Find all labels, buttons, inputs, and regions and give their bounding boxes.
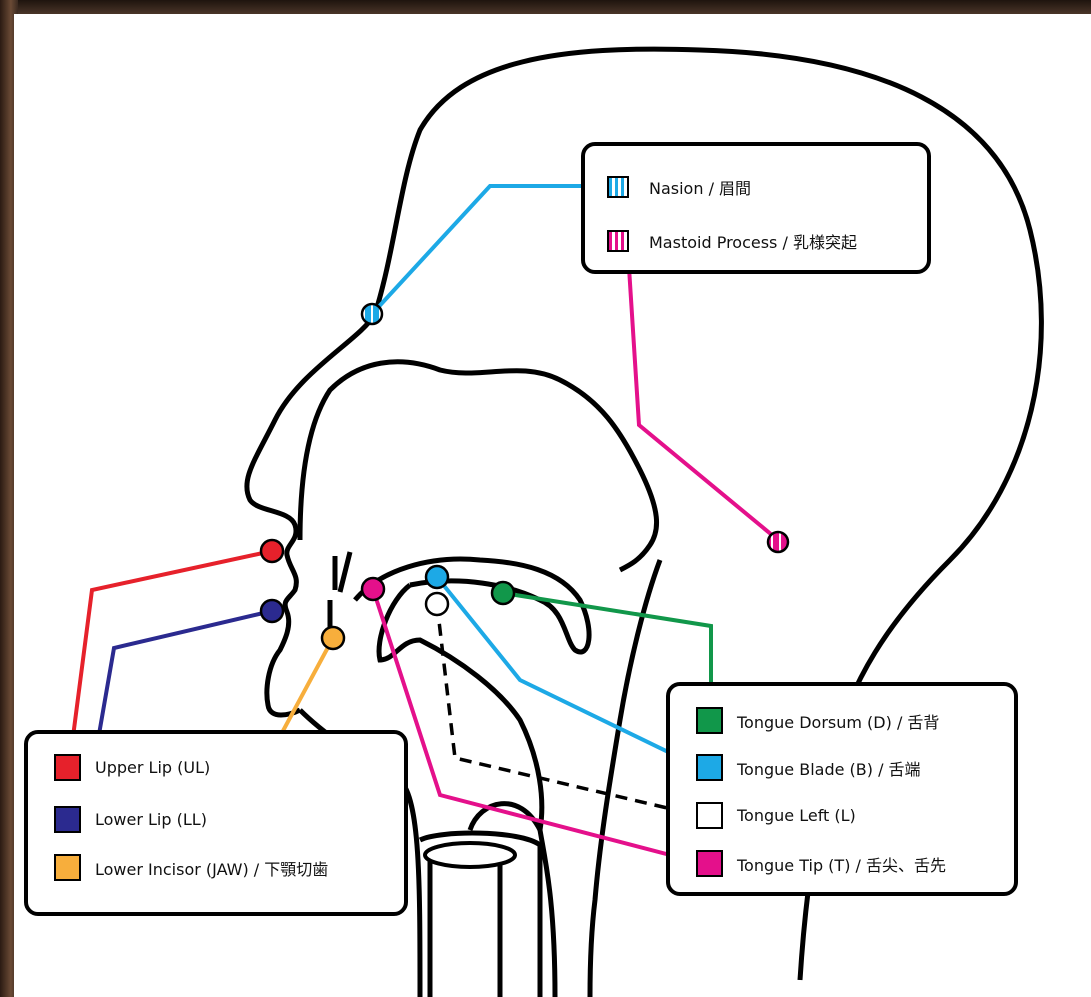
legend-row-upper-lip: Upper Lip (UL) xyxy=(54,754,210,781)
upper-lip-sensor-dot xyxy=(261,540,283,562)
legend-row-lower-incisor: Lower Incisor (JAW) / 下顎切歯 xyxy=(54,854,328,881)
lower-incisor-swatch xyxy=(54,854,81,881)
nasion-connector xyxy=(372,186,600,314)
nasion-label: Nasion / 眉間 xyxy=(649,175,751,199)
lower-lip-swatch xyxy=(54,806,81,833)
legend-row-tongue-left: Tongue Left (L) xyxy=(696,802,856,829)
legend-row-tongue-tip: Tongue Tip (T) / 舌尖、舌先 xyxy=(696,850,946,877)
tongue-dorsum-label: Tongue Dorsum (D) / 舌背 xyxy=(737,709,939,733)
face-profile xyxy=(247,314,375,715)
legend-row-nasion: Nasion / 眉間 xyxy=(607,175,751,199)
tongue-blade-connector xyxy=(437,577,697,766)
lower-lip-label: Lower Lip (LL) xyxy=(95,810,207,829)
lower-incisor-label: Lower Incisor (JAW) / 下顎切歯 xyxy=(95,856,328,880)
tongue-tip-swatch xyxy=(696,850,723,877)
mastoid-label: Mastoid Process / 乳様突起 xyxy=(649,229,857,253)
tongue-dorsum-swatch xyxy=(696,707,723,734)
legend-row-tongue-dorsum: Tongue Dorsum (D) / 舌背 xyxy=(696,707,939,734)
nasion-sensor-dot xyxy=(362,304,382,324)
trachea-opening xyxy=(425,843,515,867)
tongue-tip-label: Tongue Tip (T) / 舌尖、舌先 xyxy=(737,852,946,876)
legend-row-mastoid: Mastoid Process / 乳様突起 xyxy=(607,229,857,253)
tongue-blade-sensor-dot xyxy=(426,566,448,588)
tongue-left-swatch xyxy=(696,802,723,829)
lower-lip-sensor-dot xyxy=(261,600,283,622)
legend-row-lower-lip: Lower Lip (LL) xyxy=(54,806,207,833)
tongue-legend-box: Tongue Dorsum (D) / 舌背 Tongue Blade (B) … xyxy=(666,682,1018,896)
legend-row-tongue-blade: Tongue Blade (B) / 舌端 xyxy=(696,754,921,781)
background-top-edge xyxy=(0,0,1091,14)
upper-lip-swatch xyxy=(54,754,81,781)
tongue-tip-connector xyxy=(373,589,697,862)
nasion-swatch xyxy=(607,176,629,198)
tongue-left-sensor-dot xyxy=(426,593,448,615)
upper-lip-label: Upper Lip (UL) xyxy=(95,758,210,777)
upper-teeth xyxy=(335,552,350,592)
mastoid-sensor-dot xyxy=(768,532,788,552)
tongue-dorsum-sensor-dot xyxy=(492,582,514,604)
lip-jaw-legend-box: Upper Lip (UL) Lower Lip (LL) Lower Inci… xyxy=(24,730,408,916)
mastoid-swatch xyxy=(607,230,629,252)
tongue-blade-swatch xyxy=(696,754,723,781)
tongue-left-label: Tongue Left (L) xyxy=(737,806,856,825)
lower-incisor-sensor-dot xyxy=(322,627,344,649)
tongue-blade-label: Tongue Blade (B) / 舌端 xyxy=(737,756,921,780)
tongue-tip-sensor-dot xyxy=(362,578,384,600)
reference-legend-box: Nasion / 眉間 Mastoid Process / 乳様突起 xyxy=(581,142,931,274)
